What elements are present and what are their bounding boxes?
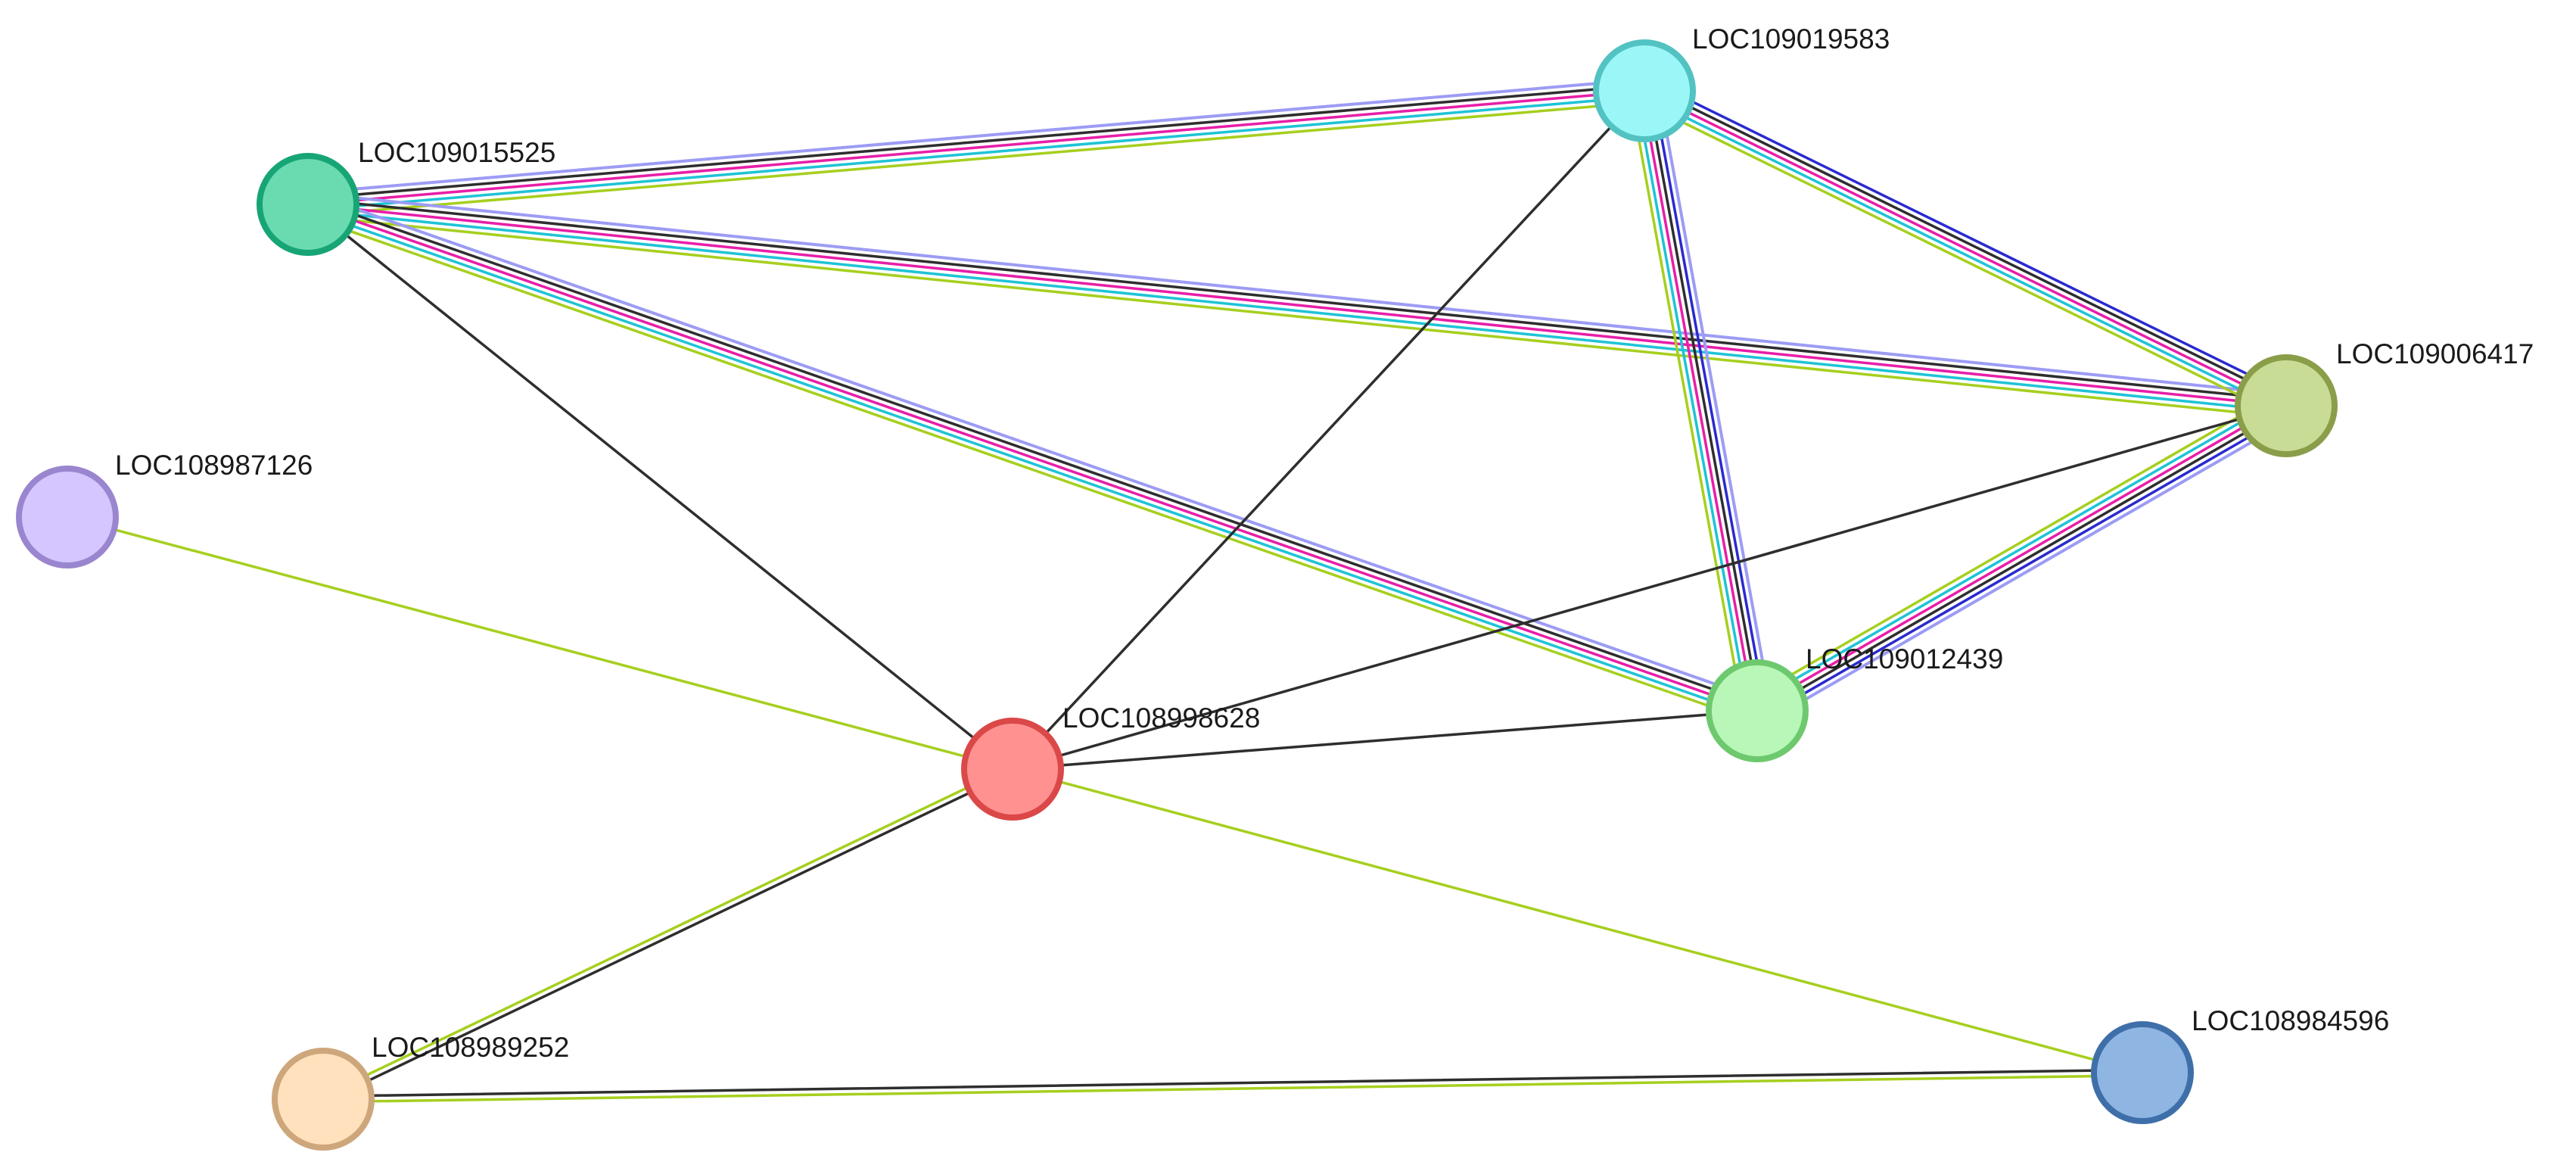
edge-line-black bbox=[306, 203, 1014, 771]
edge-line-black bbox=[308, 198, 1761, 707]
node-loc108987126[interactable] bbox=[16, 466, 119, 568]
edge-line-navy bbox=[1651, 88, 1767, 711]
edge-n15525-n19583 bbox=[305, 78, 1647, 217]
edge-line-black bbox=[307, 197, 2288, 402]
edge-line-lime bbox=[1638, 99, 2283, 418]
edge-line-black bbox=[322, 770, 1016, 1104]
edge-line-black bbox=[1011, 709, 1759, 771]
edge-line-black bbox=[306, 83, 1646, 201]
edge-n06417-n12439 bbox=[1748, 392, 2295, 725]
edge-line-magenta bbox=[306, 203, 1759, 712]
edge-n15525-n06417 bbox=[305, 192, 2289, 419]
nodes-layer bbox=[16, 39, 2338, 1151]
edge-line-black bbox=[1757, 407, 2289, 715]
edge-line-cyan bbox=[306, 95, 1647, 212]
edge-line-magenta bbox=[1640, 89, 1756, 713]
node-loc109012439[interactable] bbox=[1706, 659, 1809, 762]
edge-line-lime bbox=[1629, 92, 1745, 715]
edge-line-lime bbox=[307, 101, 1647, 217]
node-loc108989252[interactable] bbox=[272, 1048, 375, 1151]
edge-line-lime bbox=[322, 1073, 2144, 1104]
edge-line-lime bbox=[305, 214, 2287, 419]
edge-line-lavender bbox=[1762, 416, 2295, 725]
edge-line-cyan bbox=[306, 208, 2287, 413]
edge-line-magenta bbox=[1754, 402, 2286, 710]
edge-line-magenta bbox=[1643, 89, 2288, 407]
edges-layer bbox=[66, 78, 2295, 1104]
edge-line-lavender bbox=[310, 192, 1762, 702]
edge-line-lime bbox=[66, 516, 1014, 771]
edge-line-navy bbox=[1647, 79, 2293, 397]
edge-line-lime bbox=[320, 765, 1013, 1098]
edge-line-lime bbox=[303, 213, 1755, 723]
edge-n87126-n98628 bbox=[66, 516, 1014, 771]
node-loc109006417[interactable] bbox=[2235, 354, 2338, 457]
edge-line-lavender bbox=[305, 78, 1645, 195]
node-loc109019583[interactable] bbox=[1593, 39, 1696, 142]
edge-line-cyan bbox=[1635, 91, 1750, 714]
edge-n15525-n98628 bbox=[306, 203, 1014, 771]
edge-line-navy bbox=[1759, 411, 2292, 720]
node-label-loc108987126: LOC108987126 bbox=[115, 450, 313, 481]
node-label-loc109015525: LOC109015525 bbox=[358, 137, 555, 168]
edge-line-black bbox=[322, 1068, 2144, 1098]
edge-n98628-n89252 bbox=[320, 765, 1016, 1104]
edge-line-magenta bbox=[306, 203, 2288, 407]
node-loc109015525[interactable] bbox=[257, 153, 359, 256]
edge-line-black bbox=[1645, 84, 2291, 403]
edge-line-cyan bbox=[1751, 397, 2284, 706]
node-label-loc108989252: LOC108989252 bbox=[372, 1032, 569, 1063]
edge-line-cyan bbox=[1640, 94, 2285, 413]
edge-n06417-n98628 bbox=[1011, 404, 2288, 771]
edge-line-black bbox=[1645, 89, 1762, 712]
edge-n19583-n12439 bbox=[1629, 86, 1773, 715]
edge-line-lavender bbox=[1657, 86, 1773, 710]
edge-n19583-n98628 bbox=[1011, 89, 1646, 771]
node-label-loc109006417: LOC109006417 bbox=[2336, 338, 2534, 369]
edge-line-magenta bbox=[306, 89, 1646, 206]
edge-line-lime bbox=[1748, 392, 2281, 700]
node-label-loc108984596: LOC108984596 bbox=[2192, 1005, 2389, 1036]
node-loc108984596[interactable] bbox=[2091, 1021, 2194, 1124]
edge-line-black bbox=[1011, 404, 2288, 771]
edge-n89252-n84596 bbox=[322, 1068, 2144, 1104]
node-loc108998628[interactable] bbox=[961, 718, 1064, 821]
edge-line-lime bbox=[1011, 768, 2144, 1074]
edge-line-lavender bbox=[307, 192, 2289, 397]
edge-n12439-n98628 bbox=[1011, 709, 1759, 771]
edge-n19583-n06417 bbox=[1638, 79, 2293, 418]
labels-layer: LOC109015525 LOC109019583LOC109006417LOC1… bbox=[115, 23, 2534, 1063]
node-label-loc109012439: LOC109012439 bbox=[1806, 643, 2003, 674]
node-label-loc109019583: LOC109019583 bbox=[1692, 23, 1890, 55]
edge-line-cyan bbox=[304, 208, 1757, 718]
node-label-loc108998628: LOC108998628 bbox=[1062, 702, 1260, 734]
edge-line-black bbox=[1011, 89, 1646, 771]
edge-n98628-n84596 bbox=[1011, 768, 2144, 1074]
